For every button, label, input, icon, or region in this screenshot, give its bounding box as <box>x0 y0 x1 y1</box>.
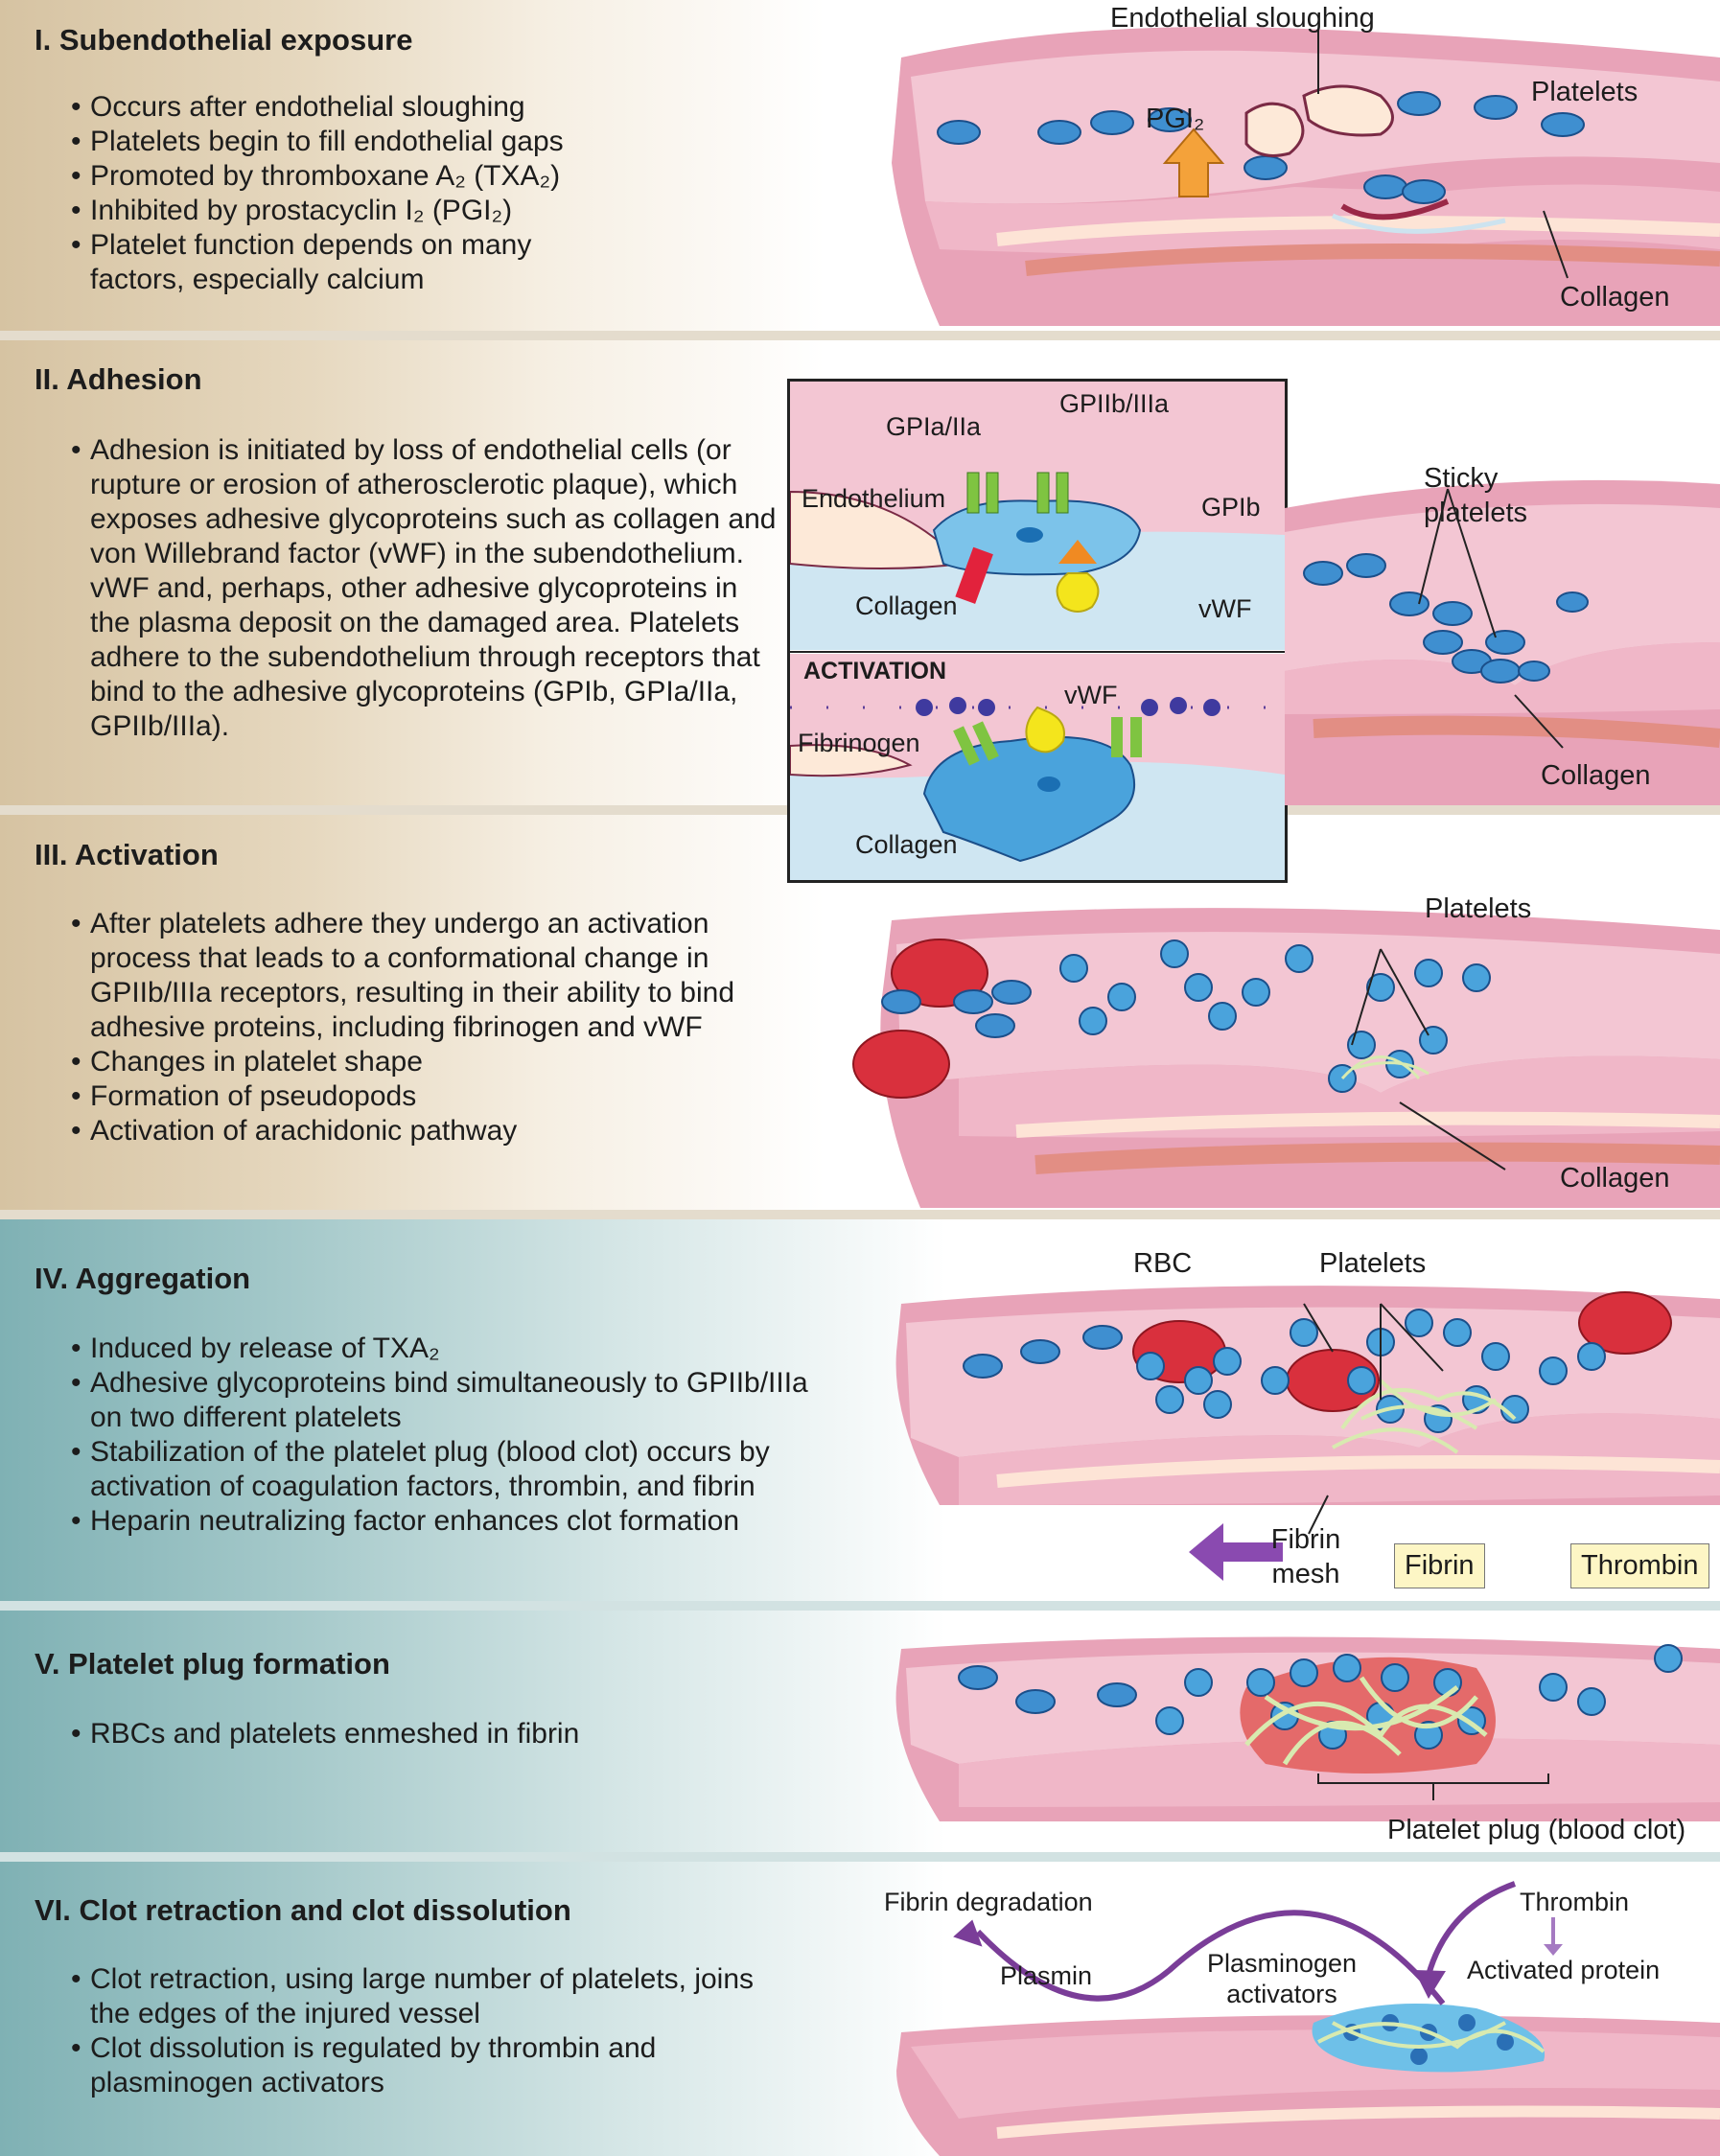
thrombin-to-fibrin-arrow-icon <box>1189 1523 1283 1581</box>
platelet-icons <box>937 91 1585 204</box>
bullet: Inhibited by prostacyclin I₂ (PGI₂) <box>71 194 685 228</box>
inset-label-gpiib-iiia: GPIIb/IIIa <box>1059 389 1170 418</box>
label-platelets: Platelets <box>1425 893 1532 924</box>
inset-label-vwf-activation: vWF <box>1064 681 1118 709</box>
label-thrombin: Thrombin <box>1520 1888 1630 1916</box>
inset-label-gpib: GPIb <box>1201 493 1261 522</box>
vessel-illustration-6 <box>896 1881 1720 2156</box>
bullet: Changes in platelet shape <box>71 1045 800 1079</box>
label-platelet-plug: Platelet plug (blood clot) <box>1387 1815 1686 1845</box>
label-activated-protein: Activated protein <box>1467 1956 1661 1984</box>
label-platelets: Platelets <box>1531 77 1639 107</box>
label-plasmin: Plasmin <box>1000 1961 1093 1990</box>
vessel-illustration-1 <box>892 27 1720 326</box>
bullet: Stabilization of the platelet plug (bloo… <box>71 1435 819 1504</box>
label-platelets: Platelets <box>1319 1248 1427 1279</box>
label-collagen: Collagen <box>1560 282 1670 313</box>
bullet: Induced by release of TXA₂ <box>71 1332 819 1366</box>
plasmin-curve-arrow-icon <box>975 1910 1446 2005</box>
bullet: Adhesive glycoproteins bind simultaneous… <box>71 1366 819 1435</box>
bullet: Platelets begin to fill endothelial gaps <box>71 125 685 159</box>
pgi2-arrow-icon <box>1162 128 1225 197</box>
bullet: Occurs after endothelial sloughing <box>71 90 685 125</box>
sloughed-endothelial-cell <box>1244 102 1305 157</box>
label-fibrin-degradation: Fibrin degradation <box>884 1888 1093 1916</box>
label-collagen: Collagen <box>1560 1163 1670 1194</box>
section-3-title: III. Activation <box>35 838 219 871</box>
thrombin-box: Thrombin <box>1570 1543 1709 1588</box>
rbc-icons <box>852 939 988 1099</box>
bullet: Formation of pseudopods <box>71 1079 800 1114</box>
label-rbc: RBC <box>1133 1248 1193 1279</box>
label-endothelial-sloughing: Endothelial sloughing <box>1110 3 1375 34</box>
inset-label-fibrinogen: Fibrinogen <box>798 729 920 757</box>
section-divider <box>0 1210 1720 1219</box>
inset-label-activation: ACTIVATION <box>803 658 947 684</box>
inset-label-collagen: Collagen <box>855 591 958 620</box>
section-2-bullets: Adhesion is initiated by loss of endothe… <box>0 433 780 744</box>
section-divider <box>0 1601 1720 1611</box>
label-sticky-platelets: Sticky platelets <box>1424 463 1528 528</box>
fibrin-box: Fibrin <box>1394 1543 1485 1588</box>
vessel-illustration-5 <box>895 1636 1720 1821</box>
sloughed-endothelial-cell <box>1302 84 1394 137</box>
bullet: Platelet function depends on many factor… <box>71 228 627 297</box>
section-5-title: V. Platelet plug formation <box>35 1647 390 1681</box>
bullet: Clot dissolution is regulated by thrombi… <box>71 2031 761 2100</box>
section-5-bullets: RBCs and platelets enmeshed in fibrin <box>0 1717 761 1751</box>
section-6-bullets: Clot retraction, using large number of p… <box>0 1962 761 2100</box>
inset-label-gpia-iia: GPIa/IIa <box>886 412 982 441</box>
inset-label-vwf: vWF <box>1198 594 1252 623</box>
section-1-bullets: Occurs after endothelial sloughing Plate… <box>0 90 685 297</box>
bullet: Clot retraction, using large number of p… <box>71 1962 761 2031</box>
section-4-title: IV. Aggregation <box>35 1262 251 1295</box>
bullet: Promoted by thromboxane A₂ (TXA₂) <box>71 159 685 194</box>
bullet: RBCs and platelets enmeshed in fibrin <box>71 1717 761 1751</box>
section-1-title: I. Subendothelial exposure <box>35 23 413 57</box>
section-2-title: II. Adhesion <box>35 362 202 396</box>
inset-label-endothelium: Endothelium <box>802 484 946 513</box>
label-collagen: Collagen <box>1541 760 1651 791</box>
label-fibrin-mesh: Fibrin mesh <box>1270 1524 1341 1589</box>
inset-drawing <box>790 382 1285 880</box>
inset-label-collagen-activation: Collagen <box>855 830 958 859</box>
vessel-illustration-3 <box>852 908 1720 1208</box>
bullet: After platelets adhere they undergo an a… <box>71 907 800 1045</box>
bullet: Adhesion is initiated by loss of endothe… <box>71 433 780 744</box>
bullet: Activation of arachidonic pathway <box>71 1114 800 1148</box>
section-divider <box>0 1852 1720 1862</box>
section-4-bullets: Induced by release of TXA₂ Adhesive glyc… <box>0 1332 819 1539</box>
thrombin-arrow-icon <box>1426 1881 1517 1976</box>
vessel-illustration-2 <box>1285 479 1720 805</box>
label-pgi2: PGI₂ <box>1146 104 1205 134</box>
label-plasminogen-activators: Plasminogen activators <box>1206 1949 1358 2008</box>
adhesion-activation-inset <box>787 379 1288 883</box>
section-6-title: VI. Clot retraction and clot dissolution <box>35 1893 571 1927</box>
vessel-illustration-4 <box>895 1286 1720 1581</box>
bullet: Heparin neutralizing factor enhances clo… <box>71 1504 819 1539</box>
section-3-bullets: After platelets adhere they undergo an a… <box>0 907 800 1148</box>
section-divider <box>0 331 1720 340</box>
